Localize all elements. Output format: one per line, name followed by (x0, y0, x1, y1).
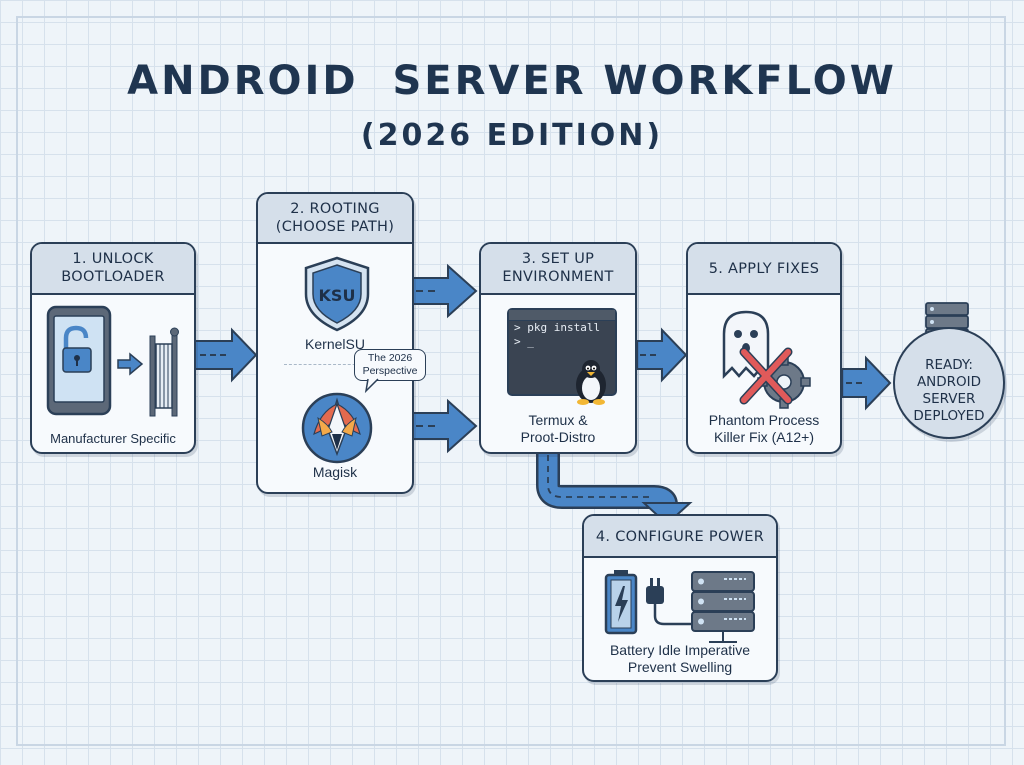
step-4-configure-power: 4. CONFIGURE POWER Battery Idle Imperati… (582, 514, 778, 682)
shield-badge-text: KSU (319, 286, 356, 305)
step-5-caption: Phantom Process Killer Fix (A12+) (708, 412, 820, 445)
shield-icon: KSU (304, 256, 370, 332)
perspective-note-bubble: The 2026 Perspective (354, 349, 426, 381)
terminal-line-2: > _ (514, 335, 534, 348)
step-1-unlock-bootloader: 1. UNLOCK BOOTLOADER Manufacturer Specif… (30, 242, 196, 454)
ready-label: READY: ANDROID SERVER DEPLOYED (913, 357, 985, 424)
arrow-3-to-4 (536, 452, 693, 526)
step-1-header: 1. UNLOCK BOOTLOADER (32, 244, 194, 295)
ghost-icon (722, 310, 811, 409)
step-2-rooting: 2. ROOTING (CHOOSE PATH) KSU KernelSU Ma… (256, 192, 414, 494)
plug-icon (646, 578, 692, 626)
gate-icon (149, 327, 179, 417)
step-1-caption: Manufacturer Specific (50, 431, 176, 446)
power-setup-illustration (604, 570, 755, 643)
arrow-5-to-ready (841, 355, 892, 411)
page-title: ANDROID SERVER WORKFLOW (127, 58, 897, 104)
server-rack-icon (691, 571, 755, 643)
diagram-frame (16, 16, 1006, 746)
battery-icon (604, 570, 638, 635)
step-5-apply-fixes: 5. APPLY FIXES Phantom Process Killer Fi… (686, 242, 842, 454)
step-4-caption: Battery Idle Imperative Prevent Swelling (609, 642, 751, 675)
magisk-mask-icon (301, 392, 373, 464)
bubble-tail (364, 378, 379, 394)
phone-unlock-icon (46, 305, 179, 417)
step-3-header: 3. SET UP ENVIRONMENT (481, 244, 635, 295)
tux-penguin-icon (576, 360, 606, 405)
step-2-header: 2. ROOTING (CHOOSE PATH) (258, 194, 412, 244)
step-3-set-up-environment: 3. SET UP ENVIRONMENT > pkg install > _ … (479, 242, 637, 454)
small-arrow-icon (117, 352, 144, 376)
terminal-line-1: > pkg install (514, 321, 601, 334)
arrow-1-to-2 (193, 327, 258, 383)
page-subtitle: (2026 EDITION) (360, 118, 664, 153)
magisk-label: Magisk (312, 464, 358, 480)
path-divider (284, 364, 390, 365)
arrow-3-to-5 (636, 327, 688, 383)
step-3-caption: Termux & Proot-Distro (520, 412, 596, 445)
cross-icon (739, 347, 793, 405)
ready-deployed-badge: READY: ANDROID SERVER DEPLOYED (893, 327, 1005, 439)
step-5-header: 5. APPLY FIXES (688, 244, 840, 295)
kernelsu-label: KernelSU (305, 336, 365, 352)
step-4-header: 4. CONFIGURE POWER (584, 516, 776, 558)
